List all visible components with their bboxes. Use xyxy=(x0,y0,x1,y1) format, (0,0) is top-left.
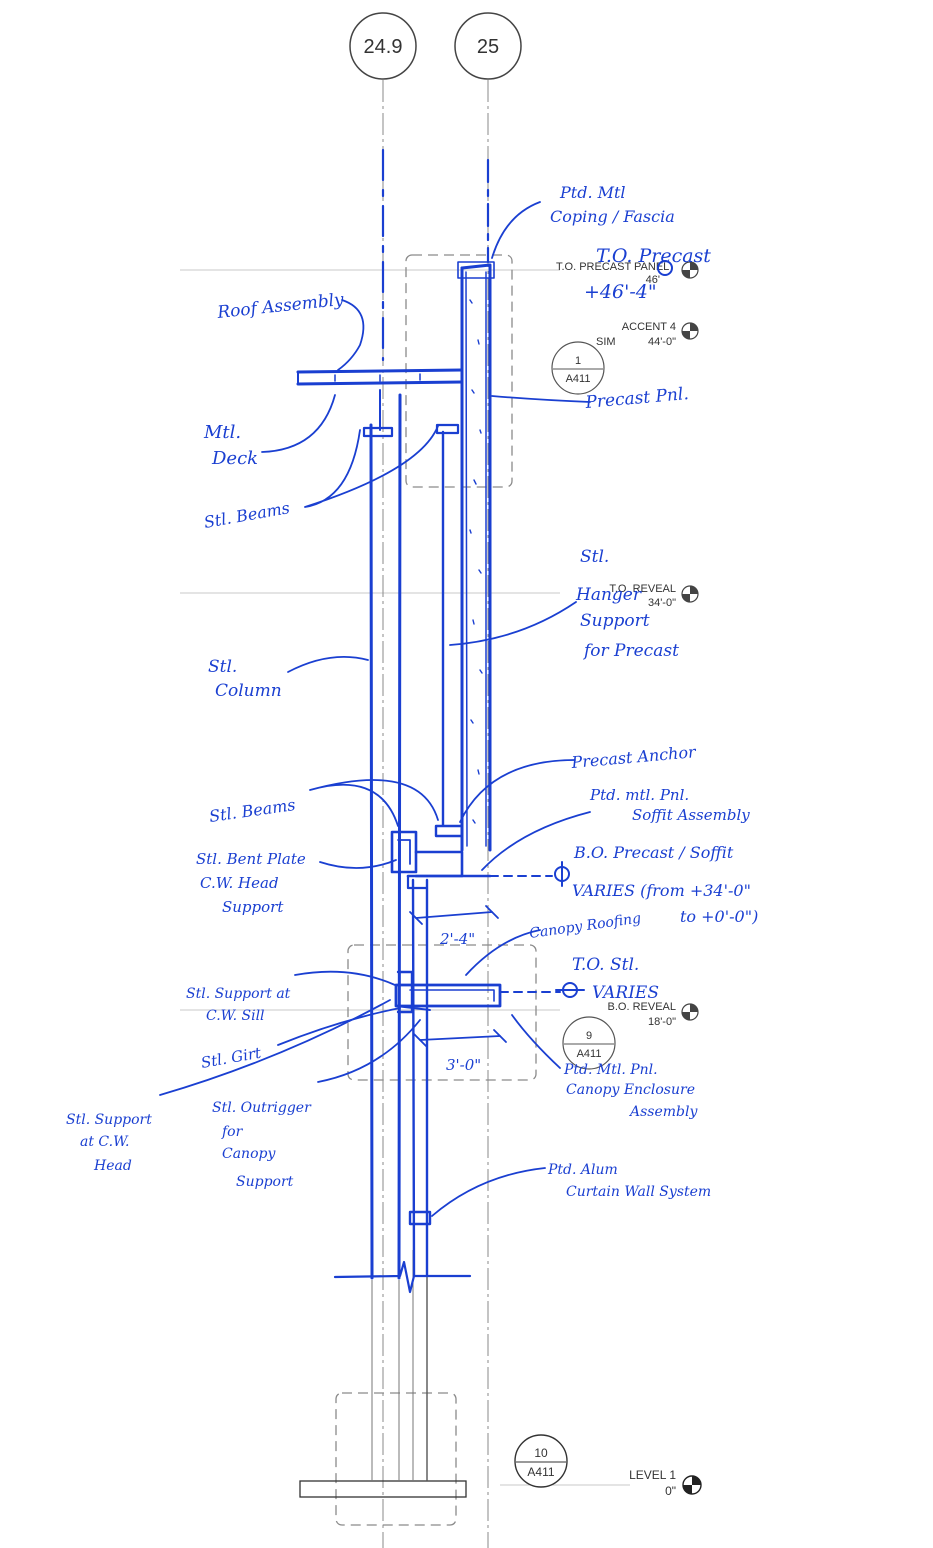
detail-tag-number: 1 xyxy=(575,355,581,367)
break-line xyxy=(333,1260,472,1294)
annotation-precast-anchor: Precast Anchor xyxy=(570,742,698,772)
detail-tag-number: 9 xyxy=(586,1030,592,1042)
detail-tag-9: 9 A411 xyxy=(562,1016,616,1070)
dimension-lines xyxy=(409,905,507,1047)
level-elev-accent: 44'-0" xyxy=(648,336,676,348)
level-text-level1: LEVEL 1 xyxy=(629,1468,676,1482)
detail-tag-number: 10 xyxy=(534,1446,548,1460)
annotation-bo-precast: B.O. Precast / Soffit VARIES (from +34'-… xyxy=(572,843,758,926)
level-marker-to-reveal: T.O. REVEAL 34'-0" xyxy=(609,583,699,609)
annotation-dim-3-0: 3'-0" xyxy=(446,1056,481,1074)
annotation-support-head: Stl. Support at C.W. Head xyxy=(66,1112,156,1174)
hand-level-symbol xyxy=(554,260,673,998)
level-marker-to-precast: T.O. PRECAST PANEL 46' xyxy=(556,261,699,286)
ground-slab xyxy=(299,1250,467,1498)
level-marker-bo-reveal: B.O. REVEAL 18'-0" xyxy=(608,1001,699,1028)
annotation-soffit: Ptd. mtl. Pnl. Soffit Assembly xyxy=(589,786,750,824)
level-sim: SIM xyxy=(596,336,616,348)
detail-tag-10: 10 A411 xyxy=(514,1434,568,1488)
roof-assembly xyxy=(296,368,464,386)
annotation-support-sill: Stl. Support at C.W. Sill xyxy=(186,986,295,1024)
grid-label-25: 25 xyxy=(477,36,499,58)
steel-column xyxy=(362,389,460,1280)
annotation-beams-top: Stl. Beams xyxy=(202,498,291,532)
annotation-girt: Stl. Girt xyxy=(200,1044,264,1072)
grid-bubble-24-9 xyxy=(349,12,417,80)
soffit-assembly xyxy=(390,824,553,890)
grid-bubble-25 xyxy=(454,12,522,80)
level-text-to-precast: T.O. PRECAST PANEL xyxy=(556,261,669,273)
level-marker-level1: LEVEL 1 0" xyxy=(629,1468,702,1498)
precast-panel xyxy=(457,261,495,852)
annotation-deck: Mtl. Deck xyxy=(203,422,258,469)
annotation-outrigger: Stl. Outrigger for Canopy Support xyxy=(212,1100,315,1190)
level-elev-to-reveal: 34'-0" xyxy=(648,597,676,609)
annotation-canopy-enclosure: Ptd. Mtl. Pnl. Canopy Enclosure Assembly xyxy=(563,1062,699,1120)
detail-tag-sheet: A411 xyxy=(577,1048,602,1060)
level-elev-bo-reveal: 18'-0" xyxy=(648,1016,676,1028)
leader-lines xyxy=(159,201,591,1217)
detail-box-canopy xyxy=(347,944,537,1081)
detail-box-footing xyxy=(335,1392,457,1526)
annotation-canopy-roofing: Canopy Roofing xyxy=(528,910,642,942)
curtain-wall xyxy=(408,878,432,1278)
level-elev-to-precast: 46' xyxy=(646,274,660,286)
annotation-beams-low: Stl. Beams xyxy=(208,795,297,826)
level-elev-level1: 0" xyxy=(665,1484,676,1498)
level-marker-accent: ACCENT 4 SIM 44'-0" xyxy=(596,321,699,348)
annotation-to-precast: T.O. Precast +46'-4" xyxy=(584,245,717,303)
detail-tag-1: 1 A411 xyxy=(551,341,605,395)
annotation-coping: Ptd. Mtl Coping / Fascia xyxy=(550,183,675,226)
level-text-bo-reveal: B.O. REVEAL xyxy=(608,1001,676,1013)
detail-tag-sheet: A411 xyxy=(566,373,591,385)
level-text-accent: ACCENT 4 xyxy=(622,321,676,333)
annotation-dim-2-4: 2'-4" xyxy=(439,930,475,948)
gridline-25: 25 xyxy=(454,12,522,1548)
annotation-precast-pnl: Precast Pnl. xyxy=(584,384,690,413)
annotation-hanger: Stl. Hanger Support for Precast xyxy=(575,547,679,661)
level-text-to-reveal: T.O. REVEAL xyxy=(609,583,676,595)
detail-tag-sheet: A411 xyxy=(527,1465,554,1479)
annotation-bent-plate: Stl. Bent Plate C.W. Head Support xyxy=(196,850,311,916)
grid-label-24-9: 24.9 xyxy=(364,36,403,58)
canopy-assembly xyxy=(394,970,561,1014)
annotation-curtain-wall: Ptd. Alum Curtain Wall System xyxy=(547,1162,711,1200)
annotation-column: Stl. Column xyxy=(208,657,282,701)
annotation-to-stl: T.O. Stl. VARIES xyxy=(572,955,659,1003)
annotation-roof-assembly: Roof Assembly xyxy=(215,290,345,323)
structure-sketch xyxy=(159,148,673,1294)
